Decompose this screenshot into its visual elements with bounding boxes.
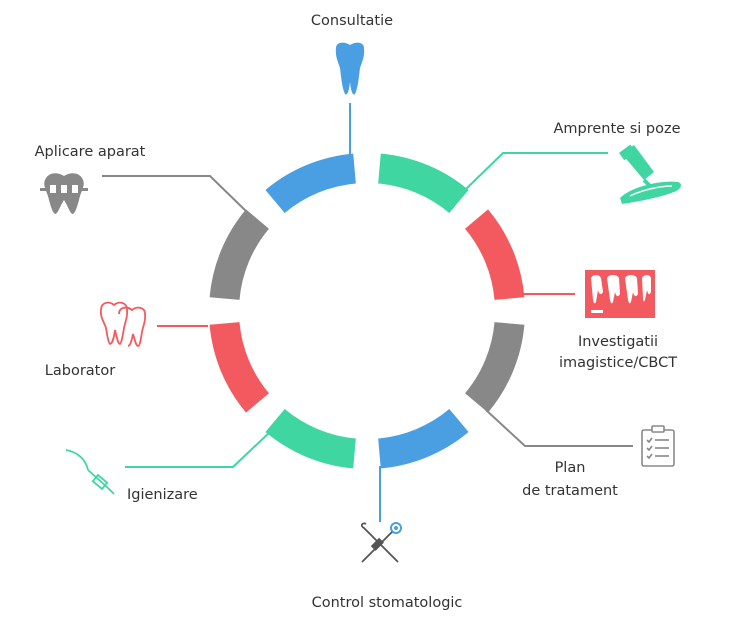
label-investigatii-2: imagistice/CBCT [559,355,677,371]
label-control: Control stomatologic [312,595,463,611]
ring-segment-investigatii [464,209,525,301]
tooth-icon [335,42,365,95]
label-plan-2: de tratament [522,483,618,499]
dental-tools-icon [360,522,402,563]
label-aplicare: Aplicare aparat [35,144,146,160]
ring-segment-laborator [209,321,270,413]
ring-segment-consultatie [265,153,357,214]
clipboard-icon [641,425,675,467]
label-plan-1: Plan [555,460,586,476]
label-igienizare: Igienizare [127,487,198,503]
ring-segment-igienizare [265,408,357,469]
teeth-outline-icon [99,301,147,347]
ring-segment-amprente [377,153,469,214]
scaler-icon [65,449,115,495]
connector-aplicare [102,175,249,214]
connector-igienizare [125,430,272,468]
label-investigatii-1: Investigatii [578,334,658,350]
braces-tooth-icon [40,173,88,214]
connector-plan [485,409,633,447]
impression-tube-icon [618,144,681,204]
label-consultatie: Consultatie [311,13,393,29]
connector-amprente [464,152,608,191]
label-laborator: Laborator [45,363,115,379]
connectors [102,103,633,522]
ring-segment-control [377,408,469,469]
label-amprente: Amprente si poze [553,121,680,137]
dental-xray-icon [585,270,655,318]
cycle-ring [209,153,525,469]
ring-segment-aplicare [209,209,270,301]
ring-segment-plan [464,321,525,413]
